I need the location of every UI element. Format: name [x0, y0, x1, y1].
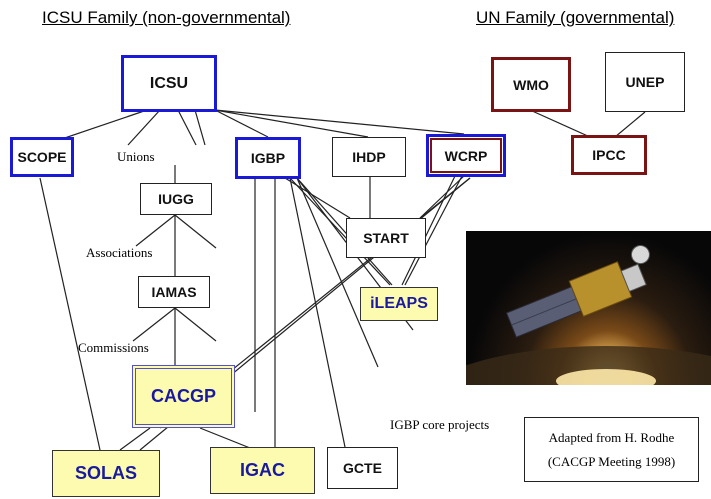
unions-label: Unions: [117, 149, 155, 164]
iugg-box: IUGG: [140, 183, 212, 215]
igbp-box: IGBP: [235, 137, 301, 179]
satellite-image: [466, 231, 711, 385]
credit-box: Adapted from H. Rodhe (CACGP Meeting 199…: [524, 417, 699, 482]
ipcc-box: IPCC: [571, 135, 647, 175]
ileaps-box: iLEAPS: [360, 287, 438, 321]
wcrp-box: WCRP: [426, 134, 506, 177]
core-projects-label: IGBP core projects: [390, 417, 490, 432]
solas-box: SOLAS: [52, 450, 160, 497]
icsu-family-header: ICSU Family (non-governmental): [42, 8, 291, 27]
commissions-label: Commissions: [78, 340, 149, 355]
satellite-graphic: [466, 245, 711, 385]
credit-line-1: Adapted from H. Rodhe: [548, 429, 675, 445]
iamas-box: IAMAS: [138, 276, 210, 308]
unep-box: UNEP: [605, 52, 685, 112]
cacgp-box: CACGP: [132, 365, 235, 428]
un-family-header: UN Family (governmental): [476, 8, 675, 27]
icsu-box: ICSU: [121, 55, 217, 112]
credit-line-2: (CACGP Meeting 1998): [547, 453, 676, 469]
scope-box: SCOPE: [10, 137, 74, 177]
associations-label: Associations: [86, 245, 153, 260]
ihdp-box: IHDP: [332, 137, 406, 177]
start-box: START: [346, 218, 426, 258]
wmo-box: WMO: [491, 57, 571, 112]
gcte-box: GCTE: [327, 447, 398, 489]
igac-box: IGAC: [210, 447, 315, 494]
